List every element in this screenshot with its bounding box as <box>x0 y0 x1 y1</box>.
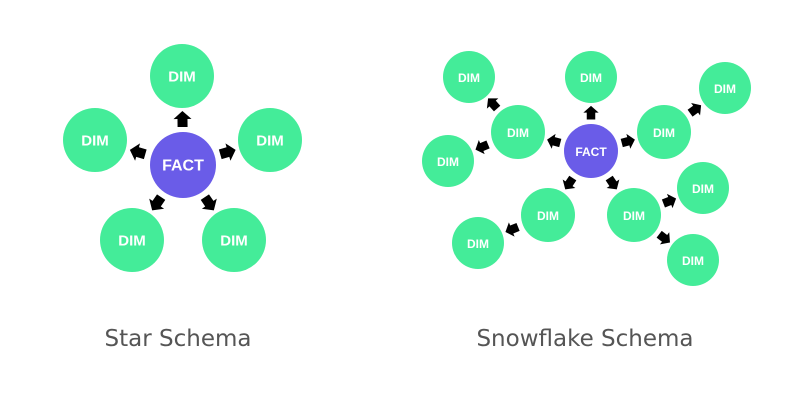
arrow-icon <box>656 230 670 245</box>
dim-node: DIM <box>667 234 719 286</box>
fact-node: FACT <box>564 124 618 178</box>
dim-node: DIM <box>100 208 164 272</box>
snowflake-schema-caption: Snowflake Schema <box>476 326 694 352</box>
dim-circle <box>63 108 127 172</box>
arrow-icon <box>620 133 635 149</box>
arrow-icon <box>200 194 217 211</box>
dim-label: DIM <box>168 69 196 86</box>
star-schema-caption: Star Schema <box>104 326 252 352</box>
star-schema-group: FACT DIM DIM DIM DIM DIM <box>63 44 302 272</box>
dim-circle <box>491 105 545 159</box>
dim-label: DIM <box>507 126 529 140</box>
dim-circle <box>637 105 691 159</box>
dim-circle <box>699 62 751 114</box>
fact-circle <box>150 132 216 198</box>
dim-circle <box>677 162 729 214</box>
dim-circle <box>238 108 302 172</box>
arrow-icon <box>218 143 236 161</box>
arrow-icon <box>605 175 620 190</box>
dim-label: DIM <box>714 82 736 96</box>
dim-label: DIM <box>81 133 109 150</box>
dim-label: DIM <box>580 71 602 85</box>
dim-circle <box>565 51 617 103</box>
dim-circle <box>452 217 504 269</box>
dim-label: DIM <box>458 71 480 85</box>
dim-label: DIM <box>653 126 675 140</box>
dim-node: DIM <box>150 44 214 108</box>
dim-node: DIM <box>202 208 266 272</box>
arrow-icon <box>173 111 192 128</box>
dim-circle <box>607 188 661 242</box>
dim-node: DIM <box>452 217 504 269</box>
fact-label: FACT <box>162 158 204 175</box>
fact-label: FACT <box>575 145 607 159</box>
dim-label: DIM <box>437 155 459 169</box>
fact-node: FACT <box>150 132 216 198</box>
dim-node: DIM <box>521 188 575 242</box>
arrow-icon <box>661 193 677 209</box>
dim-node: DIM <box>422 135 474 187</box>
dim-node: DIM <box>637 105 691 159</box>
arrow-icon <box>547 133 562 149</box>
dim-circle <box>422 135 474 187</box>
dim-node: DIM <box>63 108 127 172</box>
dim-label: DIM <box>256 133 284 150</box>
dim-circle <box>667 234 719 286</box>
dim-circle <box>521 188 575 242</box>
dim-circle <box>202 208 266 272</box>
arrow-icon <box>129 143 147 161</box>
dim-node: DIM <box>565 51 617 103</box>
arrow-icon <box>583 105 599 120</box>
arrow-icon <box>475 139 490 155</box>
dim-node: DIM <box>699 62 751 114</box>
fact-circle <box>564 124 618 178</box>
dim-label: DIM <box>692 182 714 196</box>
dim-node: DIM <box>238 108 302 172</box>
dim-label: DIM <box>118 233 146 250</box>
dim-circle <box>443 51 495 103</box>
arrow-icon <box>149 194 166 211</box>
dim-label: DIM <box>682 254 704 268</box>
dim-label: DIM <box>467 237 489 251</box>
dim-node: DIM <box>607 188 661 242</box>
dim-node: DIM <box>491 105 545 159</box>
dim-node: DIM <box>677 162 729 214</box>
dim-circle <box>150 44 214 108</box>
dim-label: DIM <box>220 233 248 250</box>
dim-label: DIM <box>623 209 645 223</box>
dim-label: DIM <box>537 209 559 223</box>
dim-circle <box>100 208 164 272</box>
arrow-icon <box>486 98 501 112</box>
snowflake-schema-group: FACT DIM DIM DIM DIM DIM DIM DIM DIM DIM DIM DIM <box>422 51 751 286</box>
arrow-icon <box>562 175 577 190</box>
arrow-icon <box>687 103 702 117</box>
arrow-icon <box>505 222 520 237</box>
dim-node: DIM <box>443 51 495 103</box>
